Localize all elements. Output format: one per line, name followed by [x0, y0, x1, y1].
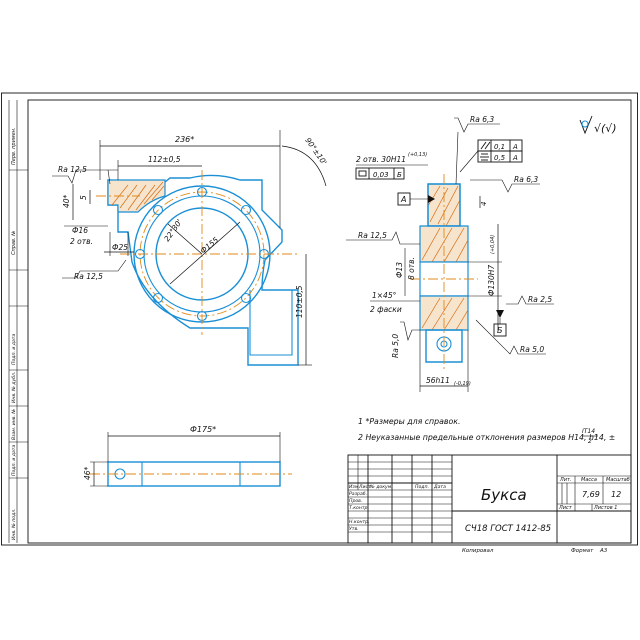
col-lit: Лит.	[559, 477, 572, 483]
holes-30h11: 2 отв. 30H11	[356, 155, 406, 164]
material: СЧ18 ГОСТ 1412-85	[465, 524, 551, 534]
svg-text:√(√): √(√)	[594, 122, 617, 135]
svg-text:Б: Б	[397, 171, 402, 179]
note-fraction-num: IT14	[582, 428, 595, 435]
dim-25: Ф25	[112, 243, 128, 252]
general-roughness-symbol: √(√)	[579, 115, 617, 135]
ra-left: Ra 12,5	[74, 272, 103, 281]
chamfer: 1×45°	[372, 291, 397, 300]
ra-50-right: Ra 5,0	[520, 345, 544, 354]
dim-236: 236*	[175, 135, 194, 144]
notes: 1 *Размеры для справок. 2 Неуказанные пр…	[358, 417, 615, 445]
dim-13: Ф13	[395, 262, 404, 278]
sheets-label: Листов 1	[593, 505, 617, 511]
dim-5: 5	[79, 195, 88, 200]
tb-role-2: Пров.	[349, 498, 362, 504]
dim-175: Ф175*	[190, 425, 216, 434]
ra-63-right: Ra 6,3	[514, 175, 538, 184]
svg-text:0,5: 0,5	[494, 154, 506, 162]
tb-row-date: Дата	[433, 484, 446, 490]
side-label-1: Перв. примен.	[11, 127, 17, 165]
footer: Копировал Формат А3	[462, 548, 608, 554]
flatness-frame: 0,03 Б	[355, 167, 405, 180]
svg-text:0,03: 0,03	[373, 171, 389, 179]
dim-112: 112±0,5	[148, 155, 181, 164]
outer-frame	[1, 92, 638, 546]
side-label-6: Подп. и дата	[11, 445, 17, 476]
ra-top: Ra 12,5	[58, 165, 87, 174]
part-title: Букса	[481, 486, 527, 504]
bottom-view: Ф175* 46*	[83, 425, 292, 487]
tb-role-6: Утв.	[349, 526, 359, 532]
tb-row-doc: № докум.	[369, 484, 393, 490]
ra-25: Ra 2,5	[528, 295, 552, 304]
dim-8holes: 8 отв.	[407, 257, 416, 280]
tolerance-frame-sym: 0,5 А	[477, 150, 523, 163]
format-label: Формат	[571, 548, 594, 554]
tb-row-list: Лист	[358, 484, 371, 490]
side-label-3: Подп. и дата	[11, 334, 17, 365]
svg-text:А: А	[512, 154, 518, 162]
side-label-2: Справ. №	[11, 231, 17, 255]
dim-56h11: 56h11	[426, 376, 450, 385]
tb-role-1: Разраб.	[349, 491, 367, 497]
side-strip: Перв. примен. Справ. № Подп. и дата Инв.…	[8, 100, 28, 543]
dim-56h11-tol: (-0,19)	[454, 381, 471, 387]
scale-value: 12	[611, 490, 621, 499]
tb-role-5: Н.контр.	[349, 519, 370, 525]
note-1: 1 *Размеры для справок.	[358, 417, 460, 426]
title-block: Изм Лист № докум. Подп. Дата Разраб. Про…	[347, 454, 632, 544]
side-label-4: Инв. № дубл.	[11, 372, 17, 403]
tb-row-sign: Подп.	[415, 484, 429, 490]
dim-130h7-tol: (+0,04)	[490, 235, 496, 254]
dim-22-30: 22°30'	[162, 218, 184, 244]
ra-63-top: Ra 6,3	[470, 115, 494, 124]
chamfer-count: 2 фаски	[370, 305, 402, 314]
tb-row-izm: Изм	[349, 484, 359, 490]
base-b: Б	[497, 326, 503, 335]
holes-30h11-tol: (+0,13)	[408, 152, 427, 158]
col-mass: Масса	[581, 477, 597, 483]
dim-2holes: 2 отв.	[70, 237, 93, 246]
inner-frame	[27, 99, 632, 544]
dim-40: 40*	[62, 194, 71, 208]
dim-46: 46*	[83, 466, 92, 480]
front-view: 236* 112±0,5 90°±10' Ra 12,5 40* 5 Ф16 2…	[52, 130, 329, 366]
tolerance-frame-par: 0,1 А	[477, 139, 523, 152]
dim-4: 4	[480, 202, 488, 206]
dim-16: Ф16	[72, 226, 88, 235]
dim-110: 110±0,5	[295, 285, 304, 318]
col-scale: Масштаб	[606, 477, 630, 483]
base-a: А	[400, 195, 406, 204]
svg-text:0,1: 0,1	[494, 143, 505, 151]
sheet-label: Лист	[558, 505, 573, 511]
dim-90deg: 90°±10'	[303, 136, 328, 167]
side-label-7: Инв. № подл.	[11, 508, 17, 540]
ra-125-section: Ra 12,5	[358, 231, 387, 240]
side-label-5: Взам. инв. №	[11, 409, 17, 440]
note-2: 2 Неуказанные предельные отклонения разм…	[358, 433, 615, 442]
note-fraction-den: 2	[588, 438, 592, 445]
ra-50-left: Ra 5,0	[391, 334, 400, 358]
mass-value: 7,69	[582, 490, 600, 499]
dim-130h7: Ф130H7	[487, 265, 496, 296]
section-view: Ra 6,3 0,1 А 0,5 А 2 отв. 30H11 (+0,13)	[346, 115, 554, 392]
tb-role-3: Т.контр.	[349, 505, 369, 511]
svg-text:А: А	[512, 143, 518, 151]
copied: Копировал	[462, 548, 494, 554]
format-value: А3	[599, 548, 608, 554]
